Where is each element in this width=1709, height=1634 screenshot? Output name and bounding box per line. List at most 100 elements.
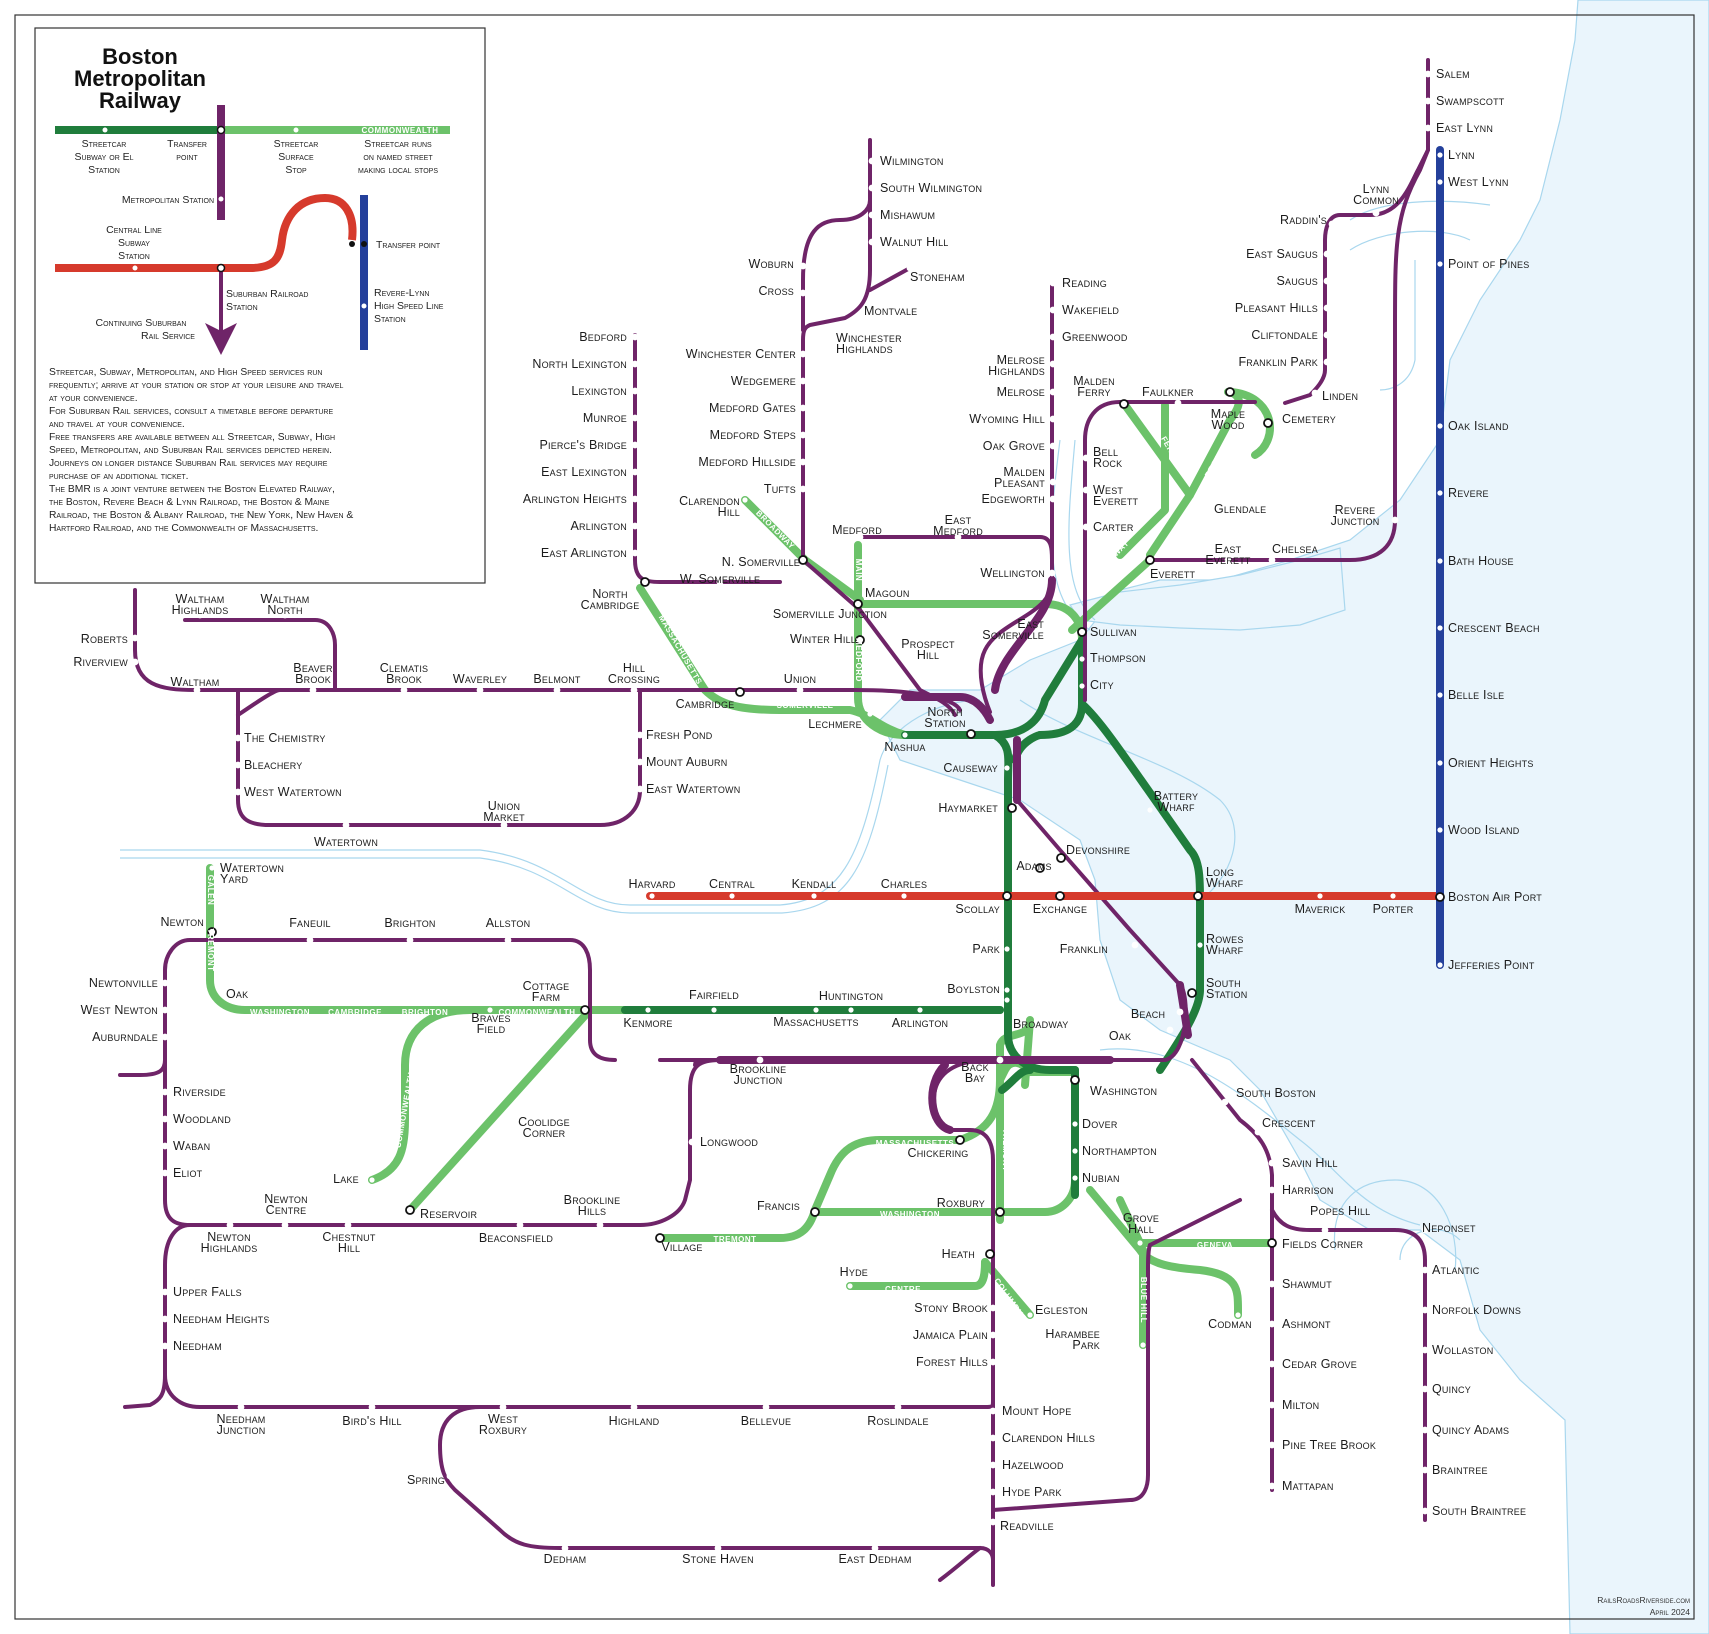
station-dot xyxy=(1421,1346,1429,1354)
station-dots xyxy=(131,70,1445,1552)
station-label: Adams xyxy=(1016,859,1051,873)
station-label: Upper Falls xyxy=(173,1285,242,1299)
station-label: Atlantic xyxy=(1432,1263,1480,1277)
station-label: Chickering xyxy=(907,1146,968,1160)
station-dot xyxy=(161,1088,169,1096)
station-label: Linden xyxy=(1322,389,1358,403)
station-dot xyxy=(1197,942,1203,948)
station-label: Munroe xyxy=(583,411,627,425)
station-label: Charles xyxy=(881,877,927,891)
station-dot xyxy=(955,1135,965,1145)
station-dot xyxy=(868,211,876,219)
station-dot xyxy=(1317,893,1323,899)
station-label: Cedar Grove xyxy=(1282,1357,1357,1371)
station-label: Spring xyxy=(407,1473,445,1487)
station-dot xyxy=(1421,1507,1429,1515)
station-label: Belle Isle xyxy=(1448,688,1504,702)
station-dot xyxy=(631,441,639,449)
station-dot xyxy=(234,788,242,796)
station-dot xyxy=(1268,556,1276,564)
station-dot xyxy=(1424,97,1432,105)
station-label: West Watertown xyxy=(244,785,342,799)
station-dot xyxy=(1235,1312,1241,1318)
station-label: Ashmont xyxy=(1282,1317,1331,1331)
station-label: Broadway xyxy=(1013,1017,1068,1031)
station-dot xyxy=(995,1207,1005,1217)
station-label: Crescent xyxy=(1262,1116,1316,1130)
station-dot xyxy=(989,1358,997,1366)
station-dot xyxy=(500,821,508,829)
station-dot xyxy=(1437,625,1443,631)
station-label: Swampscott xyxy=(1436,94,1505,108)
station-label: Riverside xyxy=(173,1085,226,1099)
station-dot xyxy=(756,1056,764,1064)
station-dot xyxy=(1311,389,1319,397)
station-dot xyxy=(989,1461,997,1469)
station-label: Carter xyxy=(1093,520,1134,534)
station-dot xyxy=(342,821,350,829)
station-dot xyxy=(631,333,639,341)
station-label: Waverley xyxy=(453,672,507,686)
station-dot xyxy=(1268,1159,1276,1167)
station-label: Harrison xyxy=(1282,1183,1334,1197)
station-label: Winchester Center xyxy=(686,347,797,361)
station-label: Newtonville xyxy=(89,976,158,990)
station-dot xyxy=(1072,1148,1078,1154)
station-dot xyxy=(161,1006,169,1014)
station-dot xyxy=(996,1056,1004,1064)
legend-note-line: Streetcar, Subway, Metropolitan, and Hig… xyxy=(49,367,322,378)
station-dot xyxy=(871,1544,879,1552)
station-label: Huntington xyxy=(819,989,883,1003)
station-label: Scollay xyxy=(955,902,1000,916)
station-label: W. Somerville xyxy=(680,572,760,586)
station-dot xyxy=(209,865,215,871)
station-dot xyxy=(1268,1320,1276,1328)
station-dot xyxy=(631,522,639,530)
legend-street-name: Commonwealth xyxy=(362,126,439,135)
station-dot xyxy=(853,599,863,609)
station-dot xyxy=(1435,892,1445,902)
street-name-label: Geneva xyxy=(1197,1241,1233,1250)
station-dot xyxy=(161,979,169,987)
legend-note-line: The BMR is a joint venture between the B… xyxy=(49,484,335,495)
legend-note-line: purchase of an additional ticket. xyxy=(49,471,189,482)
station-dot xyxy=(985,1249,995,1259)
station-dot xyxy=(561,1544,569,1552)
street-name-label: Main xyxy=(854,559,863,581)
station-label: Roslindale xyxy=(867,1414,929,1428)
station-dot xyxy=(1176,1008,1184,1016)
station-dot xyxy=(161,1288,169,1296)
station-label: Belmont xyxy=(533,672,581,686)
station-dot xyxy=(1004,987,1010,993)
station-label: Woburn xyxy=(748,257,794,271)
station-dot xyxy=(1267,1238,1277,1248)
station-dot xyxy=(630,1403,638,1411)
station-label: City xyxy=(1090,678,1114,692)
station-label: Glendale xyxy=(1214,502,1266,516)
station-dot xyxy=(368,1403,376,1411)
station-label: Dedham xyxy=(544,1552,587,1566)
station-label: Roxbury xyxy=(937,1196,985,1210)
station-dot xyxy=(1166,1026,1174,1034)
station-label: Medford Steps xyxy=(710,428,796,442)
station-label: Bedford xyxy=(579,330,627,344)
station-dot xyxy=(906,264,914,272)
station-dot xyxy=(1007,803,1017,813)
station-label: The Chemistry xyxy=(244,731,326,745)
station-label: Magoun xyxy=(865,586,910,600)
station-dot xyxy=(1049,415,1057,423)
subway-streetcar-lines xyxy=(621,636,1204,1199)
station-dot xyxy=(839,321,847,329)
station-dot xyxy=(1421,1306,1429,1314)
station-dot xyxy=(1268,1280,1276,1288)
